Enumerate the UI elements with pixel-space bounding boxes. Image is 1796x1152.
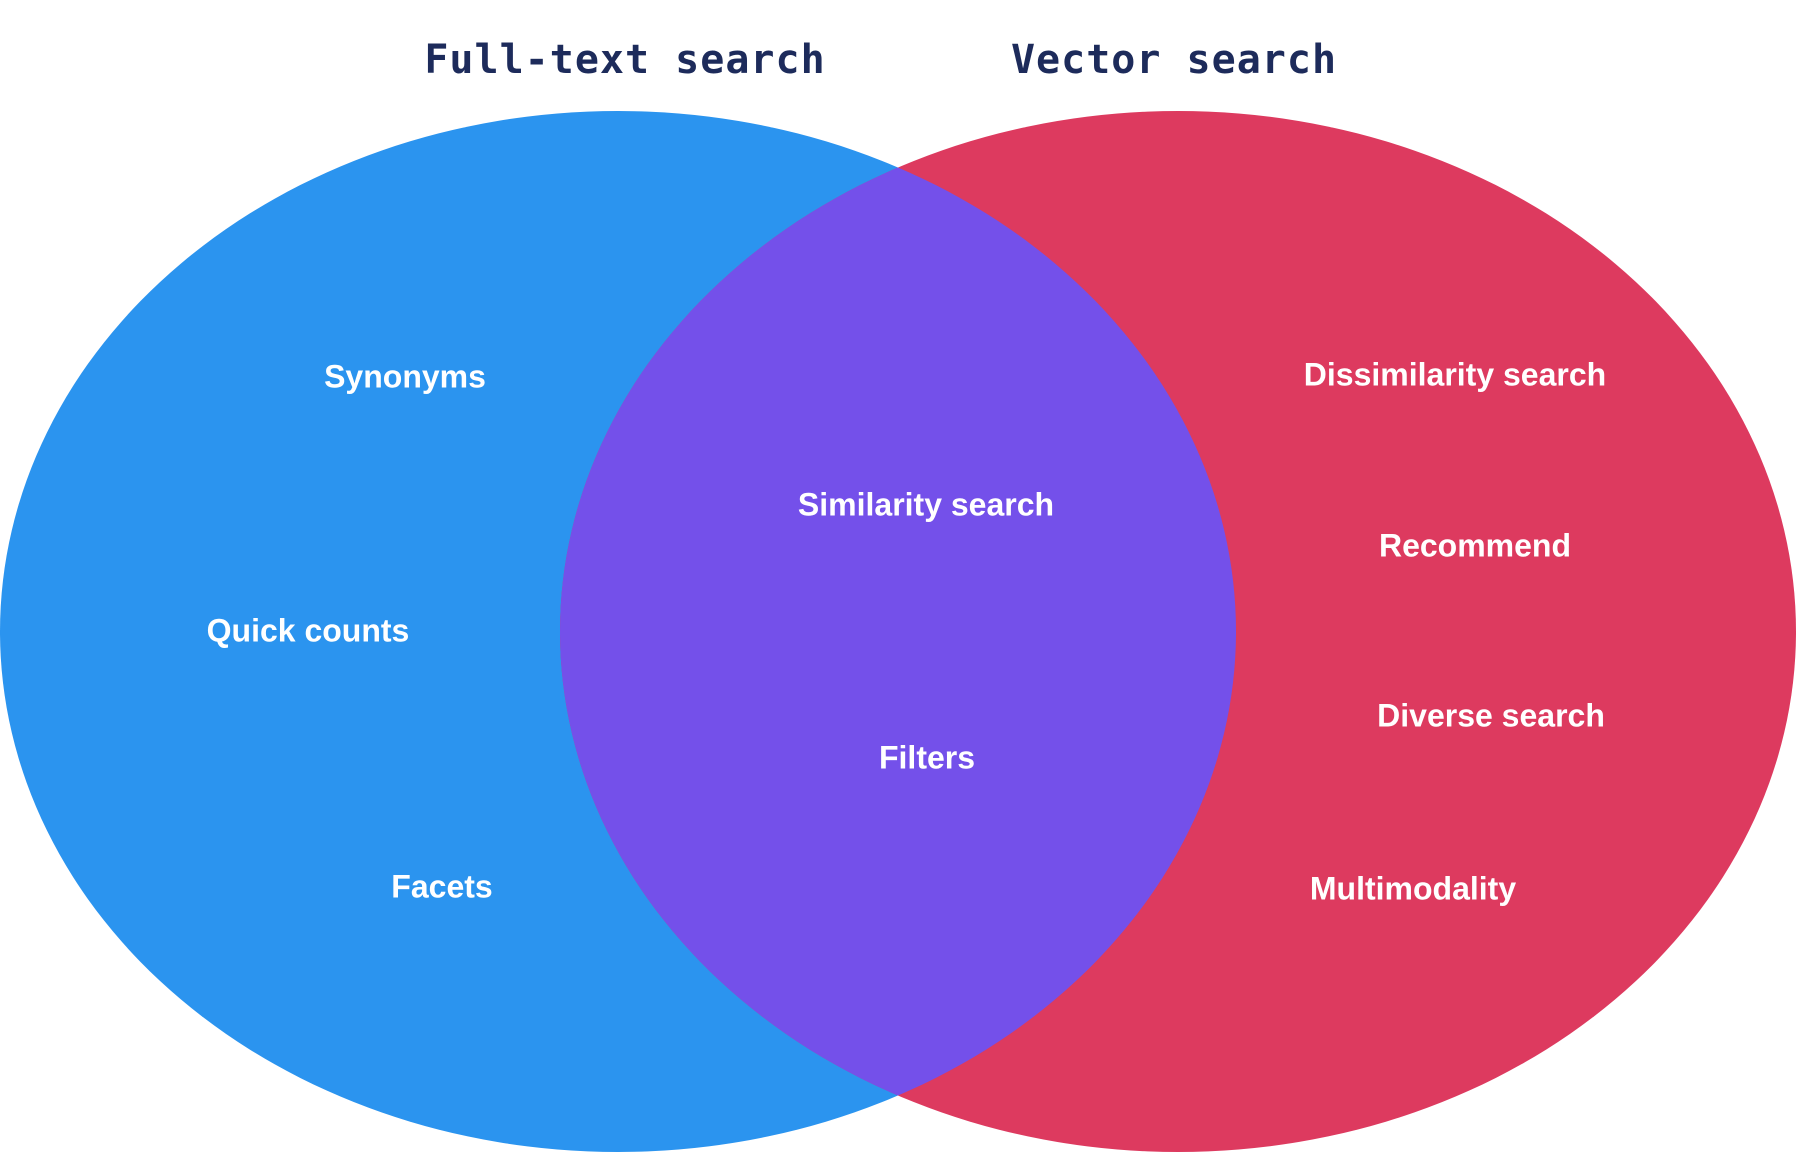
left-set-title: Full-text search <box>424 37 826 83</box>
right-set-title: Vector search <box>1010 37 1338 83</box>
label-quick-counts: Quick counts <box>206 612 410 649</box>
label-multimodality: Multimodality <box>1309 870 1517 907</box>
label-filters: Filters <box>878 739 976 776</box>
label-recommend: Recommend <box>1378 527 1572 564</box>
label-facets: Facets <box>391 868 493 905</box>
label-diverse-search: Diverse search <box>1377 697 1605 734</box>
label-similarity-search: Similarity search <box>797 486 1055 523</box>
label-dissimilarity-search: Dissimilarity search <box>1303 356 1607 393</box>
label-synonyms: Synonyms <box>324 358 486 395</box>
